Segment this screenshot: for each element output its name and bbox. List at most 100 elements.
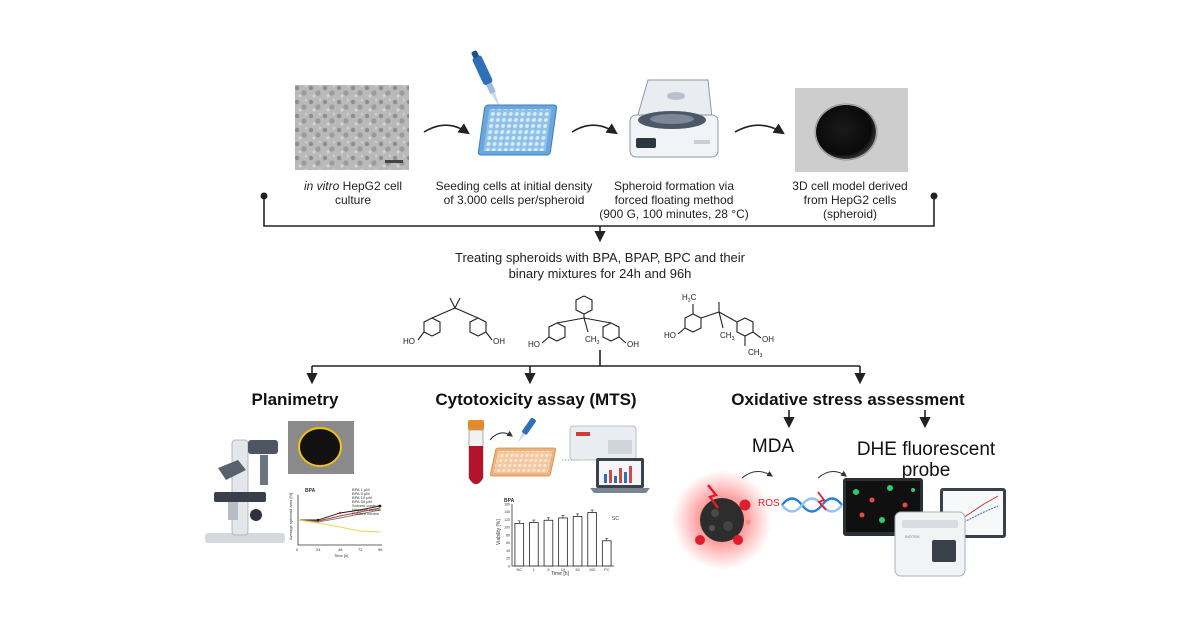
mts-chart-errorbar xyxy=(561,515,565,518)
mts-viability-bar-chart: BPA Viability [%] Time [h] SC 0 20 40 60 80 1… xyxy=(496,498,619,577)
svg-text:CH3: CH3 xyxy=(748,348,763,359)
mts-chart-errorbar xyxy=(576,513,580,517)
svg-text:0: 0 xyxy=(296,547,299,552)
svg-text:96: 96 xyxy=(378,547,383,552)
arrow-culture-to-seeding xyxy=(423,123,470,135)
mts-chart-ytick: 80 xyxy=(506,533,510,537)
mts-chart-errorbar xyxy=(532,519,536,523)
planimetry-heading: Planimetry xyxy=(252,390,339,409)
centrifuge-icon xyxy=(629,79,719,158)
svg-text:OH: OH xyxy=(627,340,639,349)
oxidative-stress-heading: Oxidative stress assessment xyxy=(731,390,965,409)
svg-text:Positive control: Positive control xyxy=(352,511,379,516)
step-2-caption-line2: of 3.000 cells per/spheroid xyxy=(444,193,585,207)
svg-text:OH: OH xyxy=(762,335,774,344)
step-4-caption-line2: from HepG2 cells xyxy=(804,193,897,207)
mts-chart-category-label: 1 xyxy=(533,568,535,572)
merge-bracket xyxy=(260,192,938,243)
mts-chart-category-label: 10 xyxy=(561,568,565,572)
planimetry-spheroid-image xyxy=(288,421,354,474)
svg-text:BPA 5 μM: BPA 5 μM xyxy=(352,491,370,496)
mts-chart-errorbar xyxy=(546,517,550,521)
mts-chart-ytick: 0 xyxy=(508,564,510,568)
mts-chart-annotation-sc: SC xyxy=(612,516,619,522)
bpc-structure: HO OH H3C CH3 CH3 xyxy=(664,293,774,359)
mts-chart-bar xyxy=(587,512,597,567)
branch-connector xyxy=(306,350,866,385)
svg-text:72: 72 xyxy=(358,547,363,552)
svg-text:HO: HO xyxy=(403,337,415,346)
mts-chart-bar xyxy=(514,522,525,567)
ros-spheroid-illustration xyxy=(672,470,772,570)
mts-chart-bar xyxy=(543,519,554,567)
mts-chart-ylabel: Viability [%] xyxy=(496,519,502,545)
svg-text:Time [h]: Time [h] xyxy=(334,553,348,558)
mts-chart-ytick: 100 xyxy=(504,526,510,530)
dhe-label-line1: DHE fluorescent xyxy=(857,439,996,460)
svg-text:BIOTEK: BIOTEK xyxy=(905,534,920,539)
mts-chart-ytick: 160 xyxy=(504,502,510,506)
mts-chart-errorbar xyxy=(517,520,521,524)
mts-chart-bar xyxy=(529,522,539,567)
mts-chart-bar xyxy=(558,517,568,567)
cell-culture-micrograph xyxy=(295,85,409,170)
step-4-caption-line3: (spheroid) xyxy=(823,207,877,221)
mts-chart-ytick: 140 xyxy=(504,510,510,514)
step-1-caption: in vitro HepG2 cell xyxy=(304,179,402,193)
ros-label: ROS xyxy=(758,498,780,509)
svg-text:BPA 1 μM: BPA 1 μM xyxy=(352,487,370,492)
dhe-label-line2: probe xyxy=(902,460,951,481)
svg-text:48: 48 xyxy=(338,547,343,552)
mts-chart-errorbar xyxy=(605,538,609,541)
mts-chart-ytick: 20 xyxy=(506,557,510,561)
mts-chart-title: BPA xyxy=(504,498,515,504)
mts-assay-illustration xyxy=(468,417,650,493)
arrow-spheroid-to-dna xyxy=(741,470,774,479)
planimetry-line-chart: BPA BPA 1 μM BPA 5 μM BPA 10 μM BPA 50 μ… xyxy=(286,484,386,558)
step-4-caption-line1: 3D cell model derived xyxy=(792,179,907,193)
treatment-text-line1: Treating spheroids with BPA, BPAP, BPC a… xyxy=(455,250,746,265)
bpa-structure: HO OH xyxy=(403,297,505,346)
mts-chart-bar xyxy=(572,516,583,567)
svg-text:HO: HO xyxy=(664,331,676,340)
mts-chart-category-label: 100 xyxy=(589,568,595,572)
microscope-icon xyxy=(205,439,285,543)
svg-text:OH: OH xyxy=(493,337,505,346)
svg-text:Solvent control: Solvent control xyxy=(352,503,379,508)
svg-text:BPA 10 μM: BPA 10 μM xyxy=(352,495,372,500)
svg-text:CH3: CH3 xyxy=(585,335,600,346)
svg-text:Average spheroid area [%]: Average spheroid area [%] xyxy=(288,493,293,540)
arrow-centrifuge-to-spheroid xyxy=(734,123,785,135)
mts-chart-errorbar xyxy=(590,509,594,513)
mts-chart-xlabel: Time [h] xyxy=(551,571,569,577)
mts-chart-category-label: 5 xyxy=(547,568,549,572)
arrow-seeding-to-centrifuge xyxy=(571,123,618,135)
step-3-caption-line3: (900 G, 100 minutes, 28 °C) xyxy=(599,207,749,221)
mts-chart-category-label: PC xyxy=(604,568,610,572)
mts-chart-ytick: 60 xyxy=(506,541,510,545)
spheroid-micrograph xyxy=(795,88,908,172)
arrow-dna-to-imaging xyxy=(817,470,847,479)
mts-chart-ytick: 120 xyxy=(504,518,510,522)
mts-chart-category-label: NC xyxy=(517,568,523,572)
mts-chart-bar xyxy=(601,540,612,567)
well-plate-pipette-icon xyxy=(471,50,558,156)
svg-text:24: 24 xyxy=(316,547,321,552)
mts-chart-ytick: 40 xyxy=(506,549,510,553)
svg-text:BPA 50 μM: BPA 50 μM xyxy=(352,499,372,504)
mda-label: MDA xyxy=(752,436,795,457)
cytotoxicity-heading: Cytotoxicity assay (MTS) xyxy=(435,390,636,409)
svg-text:H3C: H3C xyxy=(682,293,697,304)
svg-text:HO: HO xyxy=(528,340,540,349)
step-2-caption-line1: Seeding cells at initial density xyxy=(436,179,593,193)
mts-chart-category-label: 50 xyxy=(575,568,579,572)
step-1-caption-line2: culture xyxy=(335,193,371,207)
step-3-caption-line1: Spheroid formation via xyxy=(614,179,734,193)
dna-helix-icon xyxy=(781,491,843,513)
svg-text:CH3: CH3 xyxy=(720,331,735,342)
step-3-caption-line2: forced floating method xyxy=(615,193,734,207)
svg-text:Negative control: Negative control xyxy=(352,507,381,512)
svg-text:BPA: BPA xyxy=(305,488,316,494)
